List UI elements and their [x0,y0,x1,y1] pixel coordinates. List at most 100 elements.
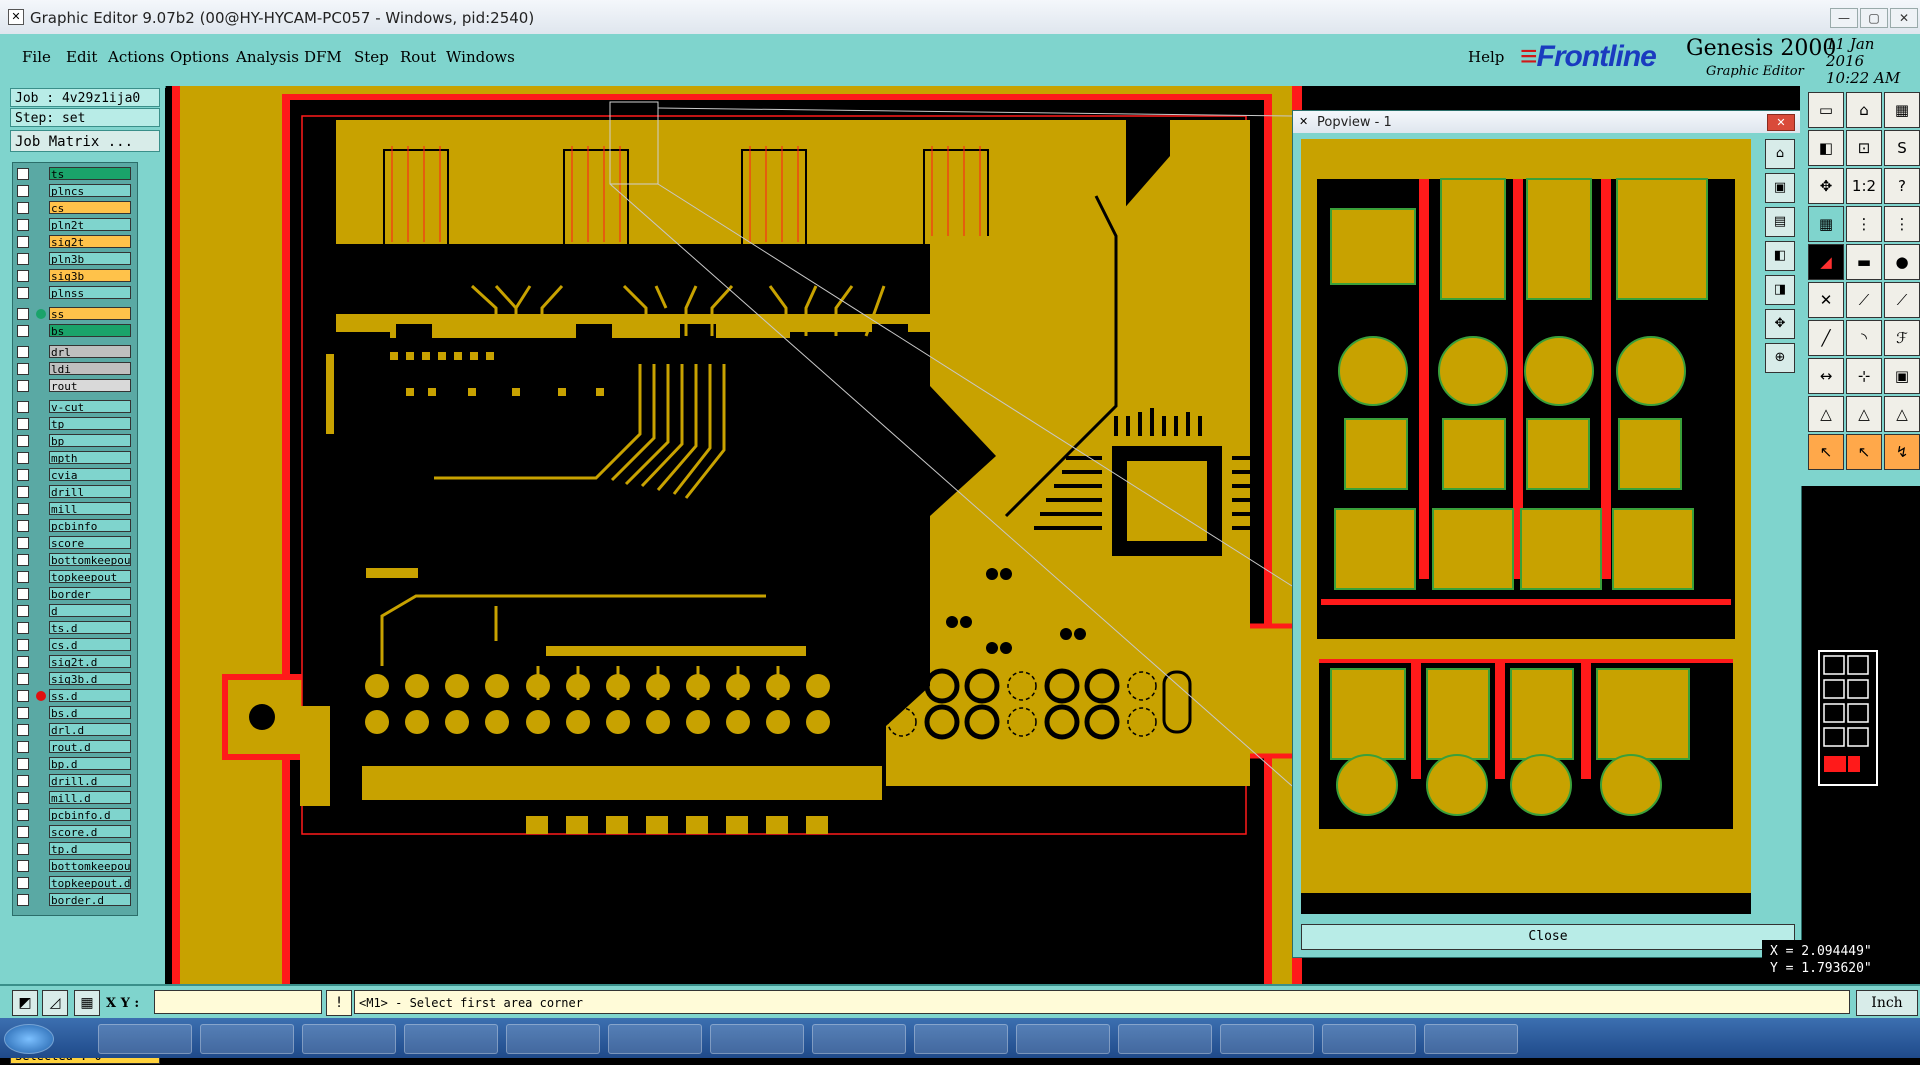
pv-center-icon[interactable]: ⊕ [1765,343,1795,373]
dimension-icon[interactable]: ↔ [1808,358,1844,394]
taskbar-item[interactable] [1016,1024,1110,1054]
layer-checkbox[interactable] [17,202,29,214]
layer-checkbox[interactable] [17,741,29,753]
layer-checkbox[interactable] [17,775,29,787]
select-net-icon[interactable]: ↯ [1884,434,1920,470]
pv-zoom-in-icon[interactable]: ▣ [1765,173,1795,203]
layer-row[interactable]: pcbinfo [15,519,133,533]
menu-edit[interactable]: Edit [66,48,98,66]
layer-checkbox[interactable] [17,452,29,464]
layer-checkbox[interactable] [17,253,29,265]
layer-checkbox[interactable] [17,809,29,821]
layer-row[interactable]: topkeepout.d [15,876,133,890]
layer-row[interactable]: drl [15,345,133,359]
menu-options[interactable]: Options [170,48,230,66]
dimension-v-icon[interactable]: ⊹ [1846,358,1882,394]
layer-checkbox[interactable] [17,690,29,702]
layer-row[interactable]: bp.d [15,757,133,771]
net-icon[interactable]: ⋮ [1846,206,1882,242]
select-icon[interactable]: ↖ [1808,434,1844,470]
layer-row[interactable]: mill [15,502,133,516]
layer-checkbox[interactable] [17,537,29,549]
layer-checkbox[interactable] [17,486,29,498]
polygon-fill-icon[interactable]: △ [1846,396,1882,432]
layer-checkbox[interactable] [17,270,29,282]
layer-checkbox[interactable] [17,843,29,855]
snap-icon[interactable]: S [1884,130,1920,166]
layer-checkbox[interactable] [17,860,29,872]
layer-row[interactable]: border.d [15,893,133,907]
taskbar-item[interactable] [302,1024,396,1054]
layer-checkbox[interactable] [17,554,29,566]
layer-checkbox[interactable] [17,724,29,736]
zoom-tool-icon[interactable]: ◩ [12,990,38,1016]
layer-row[interactable]: drill.d [15,774,133,788]
draw-line-icon[interactable]: ╱ [1808,320,1844,356]
layer-row[interactable]: drill [15,485,133,499]
unit-selector[interactable]: Inch [1856,990,1918,1016]
layer-checkbox[interactable] [17,236,29,248]
layer-checkbox[interactable] [17,894,29,906]
layer-checkbox[interactable] [17,571,29,583]
layer-checkbox[interactable] [17,792,29,804]
layers-icon[interactable]: ▣ [1884,358,1920,394]
menu-rout[interactable]: Rout [400,48,437,66]
layer-checkbox[interactable] [17,656,29,668]
xy-input[interactable] [154,990,322,1014]
layer-row[interactable]: mill.d [15,791,133,805]
layer-checkbox[interactable] [17,673,29,685]
previous-view-icon[interactable]: ◧ [1808,130,1844,166]
layer-row[interactable]: sig2t.d [15,655,133,669]
menu-dfm[interactable]: DFM [304,48,342,66]
layer-row[interactable]: drl.d [15,723,133,737]
menu-actions[interactable]: Actions [108,48,165,66]
pv-pan-icon[interactable]: ◧ [1765,241,1795,271]
pad-icon[interactable]: ● [1884,244,1920,280]
taskbar-item[interactable] [812,1024,906,1054]
ruler-icon[interactable]: ▬ [1846,244,1882,280]
layer-row[interactable]: sig3b [15,269,133,283]
layer-row[interactable]: bs [15,324,133,338]
taskbar-item[interactable] [914,1024,1008,1054]
layer-row[interactable]: pcbinfo.d [15,808,133,822]
layer-row[interactable]: pln2t [15,218,133,232]
scale-1-1-icon[interactable]: 1:2 [1846,168,1882,204]
zoom-area-icon[interactable]: ⊡ [1846,130,1882,166]
pv-fit-icon[interactable]: ◨ [1765,275,1795,305]
home-icon[interactable]: ⌂ [1846,92,1882,128]
layer-row[interactable]: ss [15,307,133,321]
layer-row[interactable]: score [15,536,133,550]
layer-row[interactable]: score.d [15,825,133,839]
arc-icon[interactable]: ◝ [1846,320,1882,356]
menu-analysis[interactable]: Analysis [236,48,299,66]
layer-checkbox[interactable] [17,168,29,180]
layer-row[interactable]: ss.d [15,689,133,703]
connect-icon[interactable]: ⋮ [1884,206,1920,242]
taskbar-item[interactable] [200,1024,294,1054]
layer-row[interactable]: ldi [15,362,133,376]
layer-checkbox[interactable] [17,758,29,770]
layer-checkbox[interactable] [17,401,29,413]
start-button[interactable] [4,1024,54,1054]
select-area-icon[interactable]: ↖ [1846,434,1882,470]
taskbar-item[interactable] [404,1024,498,1054]
layer-checkbox[interactable] [17,346,29,358]
layer-row[interactable]: cvia [15,468,133,482]
polygon-edit-icon[interactable]: △ [1884,396,1920,432]
layer-checkbox[interactable] [17,877,29,889]
grid-tool-icon[interactable]: ▦ [74,990,100,1016]
layer-row[interactable]: sig2t [15,235,133,249]
taskbar-item[interactable] [710,1024,804,1054]
layer-row[interactable]: cs.d [15,638,133,652]
text-icon[interactable]: ℱ [1884,320,1920,356]
layer-checkbox[interactable] [17,325,29,337]
polygon-icon[interactable]: △ [1808,396,1844,432]
pv-zoom-out-icon[interactable]: ▤ [1765,207,1795,237]
layer-checkbox[interactable] [17,185,29,197]
taskbar-item[interactable] [506,1024,600,1054]
layer-checkbox[interactable] [17,588,29,600]
pv-zoom-home-icon[interactable]: ⌂ [1765,139,1795,169]
popview-canvas[interactable] [1301,139,1751,914]
layer-checkbox[interactable] [17,363,29,375]
taskbar-item[interactable] [1424,1024,1518,1054]
